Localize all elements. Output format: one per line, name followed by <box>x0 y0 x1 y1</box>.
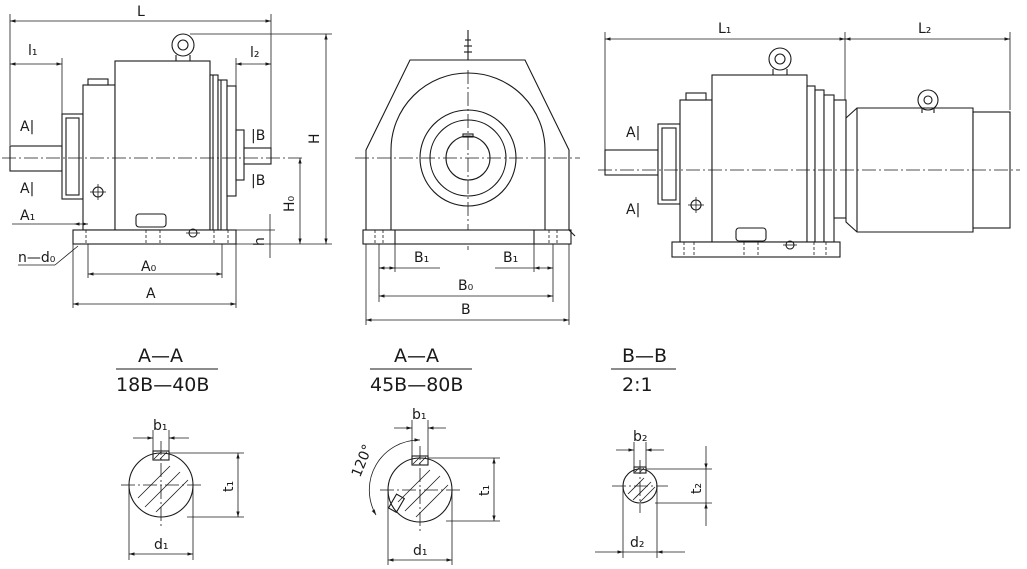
section-mark-A-bottom: A| <box>20 181 34 197</box>
section3-name: B—B <box>622 345 667 367</box>
dim-L1: L₁ <box>718 21 731 37</box>
dim-H: H <box>307 133 323 144</box>
motor-section-mark-A-bottom: A| <box>626 202 640 218</box>
dim-B0: B₀ <box>458 278 474 294</box>
dim-B1-left: B₁ <box>414 250 429 266</box>
dim-h: h <box>252 237 268 246</box>
dim-l2: l₂ <box>250 45 260 61</box>
side-view: L l₁ l₂ <box>2 4 332 308</box>
dim-H0: H₀ <box>282 195 298 212</box>
dim-b1-small: b₁ <box>153 418 168 434</box>
section-bb: B—B 2:1 b₂ t₂ d₂ <box>595 345 712 558</box>
dim-t1-large: t₁ <box>477 485 493 496</box>
dim-L2: L₂ <box>918 21 931 37</box>
dim-B1-right: B₁ <box>503 250 518 266</box>
dim-l1: l₁ <box>28 43 38 59</box>
motor-view: L₁ L₂ <box>598 21 1020 258</box>
section1-range: 18B—40B <box>116 374 209 396</box>
section-aa-large: A—A 45B—80B 120° b₁ t₁ d₁ <box>349 345 500 565</box>
section2-name: A—A <box>394 345 439 367</box>
dim-A1: A₁ <box>20 208 35 224</box>
motor-section-mark-A-top: A| <box>626 125 640 141</box>
dim-d1-large: d₁ <box>413 543 428 559</box>
dim-b1-large: b₁ <box>412 407 427 423</box>
dim-A: A <box>146 286 156 302</box>
dim-t1-small: t₁ <box>221 481 237 492</box>
label-n-d0: n—d₀ <box>18 250 56 266</box>
dim-A0: A₀ <box>141 259 157 275</box>
section-mark-B-top: |B <box>251 128 265 144</box>
dim-d1-small: d₁ <box>154 537 169 553</box>
section-mark-B-bottom: |B <box>251 173 265 189</box>
front-view: B₁ B₁ B₀ B <box>355 30 580 325</box>
section1-name: A—A <box>138 345 183 367</box>
section3-range: 2:1 <box>622 374 653 396</box>
dim-t2: t₂ <box>689 483 705 494</box>
dim-B: B <box>461 302 471 318</box>
section-aa-small: A—A 18B—40B b₁ t₁ d₁ <box>116 345 244 560</box>
section-mark-A-top: A| <box>20 119 34 135</box>
section2-range: 45B—80B <box>370 374 463 396</box>
dim-d2: d₂ <box>630 535 645 551</box>
dim-b2: b₂ <box>633 429 648 445</box>
dim-L: L <box>137 4 145 20</box>
